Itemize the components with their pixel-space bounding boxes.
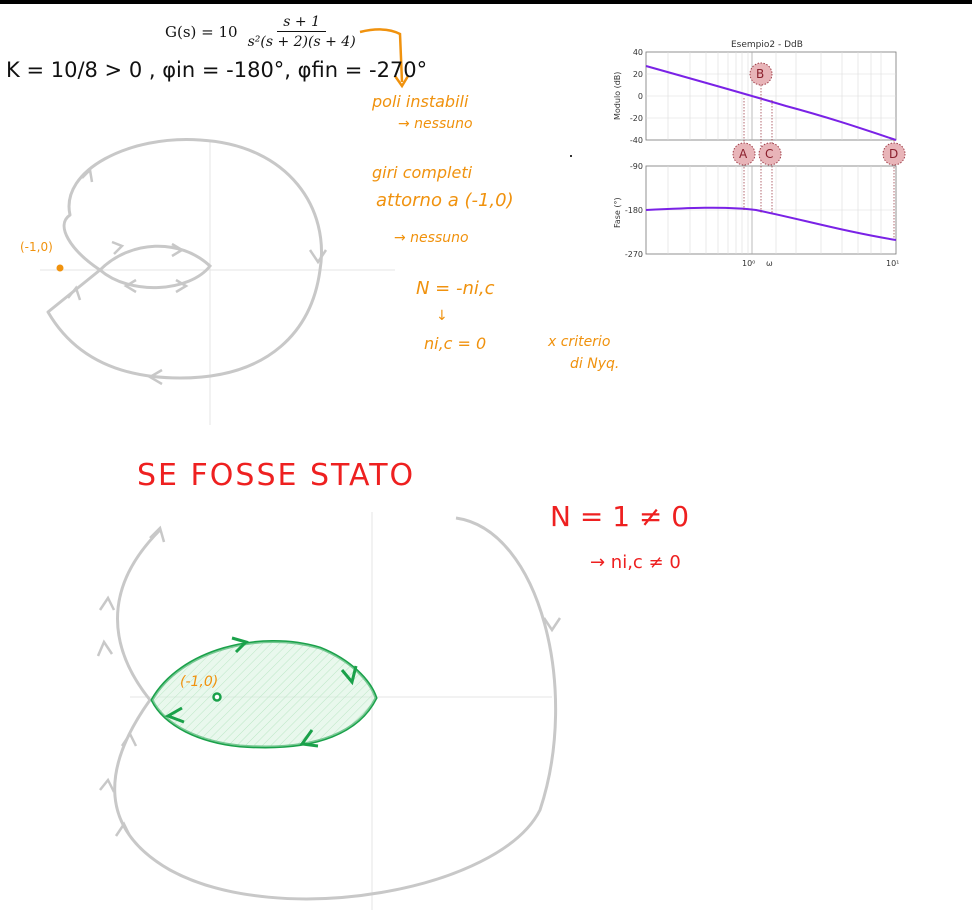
marker-d: D — [889, 147, 898, 161]
bode-bottom-ylabel: Fase (°) — [613, 197, 622, 228]
svg-text:20: 20 — [633, 70, 643, 79]
red-eq2: → ni,c ≠ 0 — [590, 552, 681, 573]
formula-numerator: s + 1 — [277, 14, 326, 32]
svg-text:0: 0 — [638, 92, 643, 101]
nyquist-plot-bottom: (-1,0) — [96, 512, 562, 910]
point-label-bottom: (-1,0) — [180, 674, 218, 690]
note-attorno: attorno a (-1,0) — [376, 190, 514, 211]
svg-text:-40: -40 — [630, 136, 643, 145]
note-giri-completi: giri completi — [372, 163, 473, 182]
svg-text:-270: -270 — [625, 250, 643, 259]
note-N-equation: N = -ni,c — [416, 278, 495, 299]
red-heading: SE FOSSE STATO — [137, 458, 416, 493]
point-label-top: (-1,0) — [20, 240, 53, 254]
top-border — [0, 0, 972, 4]
note-nessuno-2: → nessuno — [394, 230, 469, 246]
red-eq1: N = 1 ≠ 0 — [550, 500, 690, 533]
formula-fraction: s + 1 s²(s + 2)(s + 4) — [242, 14, 362, 50]
svg-text:-90: -90 — [630, 162, 643, 171]
marker-b: B — [756, 67, 764, 81]
formula-denominator: s²(s + 2)(s + 4) — [247, 34, 356, 50]
note-nyq: di Nyq. — [570, 356, 620, 372]
svg-text:40: 40 — [633, 48, 643, 57]
note-down-arrow: ↓ — [436, 308, 448, 324]
marker-a: A — [739, 147, 748, 161]
note-nic-zero: ni,c = 0 — [424, 334, 487, 353]
note-poli-instabili: poli instabili — [372, 92, 469, 111]
orange-arrow — [359, 28, 410, 89]
svg-text:-180: -180 — [625, 206, 643, 215]
note-nessuno-1: → nessuno — [398, 116, 473, 132]
bode-top-ylabel: Modulo (dB) — [613, 72, 622, 120]
svg-text:ω: ω — [766, 259, 773, 268]
svg-text:10⁰: 10⁰ — [742, 259, 755, 268]
svg-text:10¹: 10¹ — [886, 259, 899, 268]
bode-diagram: Esempio2 - DdB 40 20 0 -20 -40 — [613, 40, 906, 268]
bode-title: Esempio2 - DdB — [731, 40, 803, 50]
transfer-function-formula: G(s) = 10 s + 1 s²(s + 2)(s + 4) — [165, 14, 362, 50]
nyquist-plot-top — [40, 138, 395, 425]
bode-markers: B A C D — [732, 62, 906, 166]
svg-text:-20: -20 — [630, 114, 643, 123]
stray-dot — [570, 155, 572, 157]
marker-c: C — [765, 147, 773, 161]
note-criterio: x criterio — [548, 334, 611, 350]
params-note: K = 10/8 > 0 , φin = -180°, φfin = -270° — [6, 58, 428, 82]
formula-lhs: G(s) = 10 — [165, 23, 238, 41]
